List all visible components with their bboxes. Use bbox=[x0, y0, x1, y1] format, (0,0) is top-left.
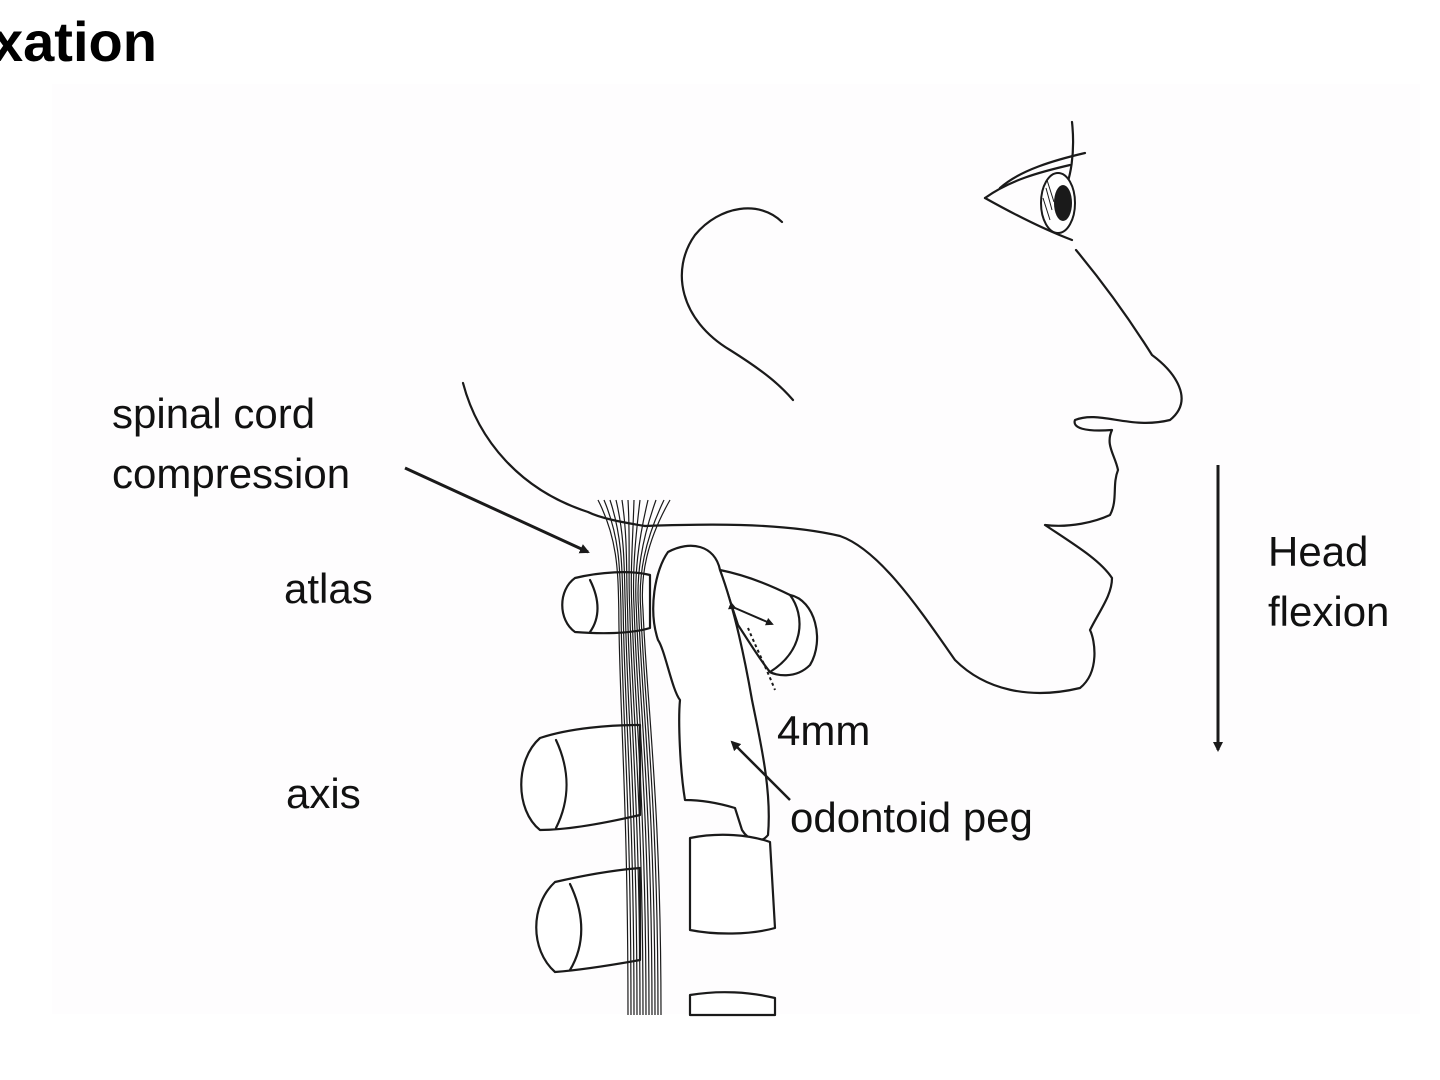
spinal-cord-label: spinal cord bbox=[112, 390, 315, 437]
spinal-cord-fibre bbox=[637, 499, 657, 1016]
odontoid-pointer-arrow bbox=[730, 740, 791, 801]
spinal-cord-fibre bbox=[632, 499, 650, 1016]
page-title: xation bbox=[0, 10, 157, 73]
spinal-cord-fibre bbox=[635, 499, 653, 1016]
eye-icon bbox=[983, 151, 1087, 242]
axis-label: axis bbox=[286, 770, 361, 817]
head-label: Head bbox=[1268, 528, 1368, 575]
odontoid-peg-label: odontoid peg bbox=[790, 794, 1033, 841]
spinal-cord-fibre bbox=[630, 499, 647, 1016]
c3-vertebral-body bbox=[688, 833, 777, 935]
spinal-cord-fibre bbox=[615, 499, 638, 1016]
spinal-cord-fibre bbox=[627, 499, 644, 1016]
atlas-label: atlas bbox=[284, 565, 373, 612]
spinal-cord bbox=[597, 499, 671, 1016]
spinal-cord-pointer-arrow bbox=[404, 466, 590, 554]
spinal-cord-fibre bbox=[609, 499, 635, 1016]
head-profile bbox=[461, 120, 1183, 695]
spinal-cord-fibre bbox=[597, 499, 629, 1016]
spinal-cord-fibre bbox=[639, 499, 665, 1016]
ear-outline bbox=[680, 207, 795, 402]
spinal-cord-fibre bbox=[621, 499, 641, 1016]
jaw-outline bbox=[643, 248, 1183, 695]
spinal-cord-fibre bbox=[641, 499, 671, 1016]
axis-vertebra bbox=[520, 723, 642, 832]
c3-vertebra bbox=[535, 866, 642, 974]
gap-measurement bbox=[727, 601, 776, 691]
flexion-label: flexion bbox=[1268, 588, 1389, 635]
spinal-cord-fibre bbox=[603, 499, 632, 1016]
c4-vertebral-body bbox=[688, 991, 777, 1017]
occiput-outline bbox=[461, 381, 647, 528]
compression-label: compression bbox=[112, 450, 350, 497]
distance-label: 4mm bbox=[777, 707, 870, 754]
